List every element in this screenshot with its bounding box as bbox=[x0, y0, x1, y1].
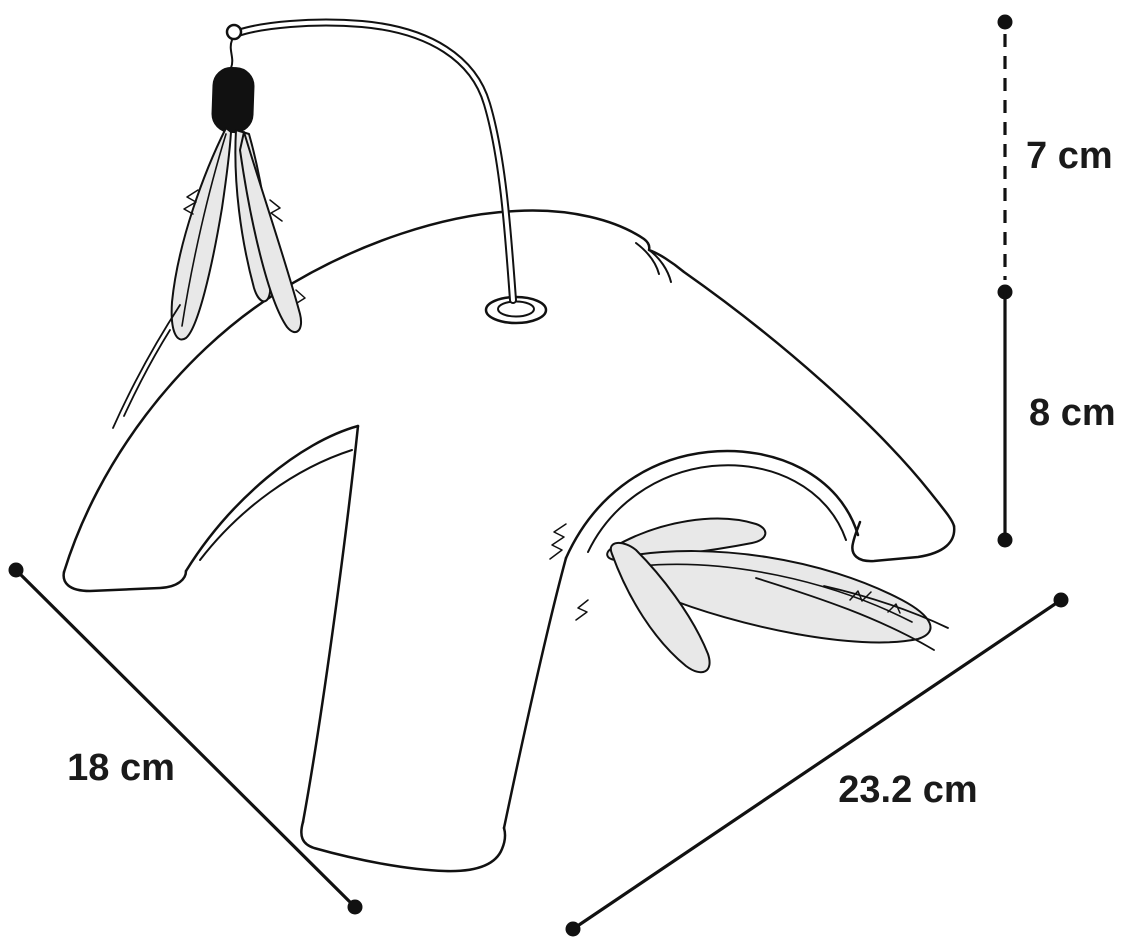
under-arch-feathers bbox=[549, 517, 949, 674]
hanging-feathers bbox=[112, 127, 306, 429]
wand-rod bbox=[225, 18, 517, 304]
dimension-label: 8 cm bbox=[1029, 392, 1116, 434]
dome-outline bbox=[62, 209, 956, 574]
front-leg-right-edge bbox=[502, 556, 568, 830]
front-arch-outer bbox=[564, 449, 860, 560]
dome-crease bbox=[199, 449, 353, 561]
feather-spine bbox=[639, 563, 913, 623]
feather bbox=[609, 542, 711, 674]
dimension-label: 18 cm bbox=[67, 747, 175, 789]
dimension-line bbox=[14, 568, 357, 909]
dimension-dot bbox=[347, 899, 363, 915]
front-foot bbox=[300, 820, 507, 873]
feather-spine bbox=[181, 133, 227, 327]
feather-barbs bbox=[549, 523, 901, 621]
feather bbox=[170, 127, 232, 341]
back-arch-notch bbox=[635, 242, 672, 283]
teaser-string bbox=[229, 39, 234, 69]
dimension-wand-height: 7 cm bbox=[997, 14, 1113, 300]
dimension-base-width: 23.2 cm bbox=[565, 592, 1069, 937]
wand-hole bbox=[484, 295, 548, 325]
front-arch-inner bbox=[587, 464, 847, 553]
dimension-dot bbox=[997, 14, 1013, 30]
dimension-label: 23.2 cm bbox=[838, 769, 977, 811]
dimension-dot bbox=[997, 532, 1013, 548]
teaser-grip bbox=[211, 66, 255, 134]
dimension-dot bbox=[565, 921, 581, 937]
feather-barbs bbox=[183, 189, 306, 304]
feather-wisp bbox=[112, 304, 181, 429]
dimension-label: 7 cm bbox=[1026, 135, 1113, 177]
dimension-line bbox=[572, 598, 1062, 931]
rod-tip bbox=[225, 23, 243, 41]
left-foot bbox=[62, 569, 188, 593]
feather bbox=[239, 131, 302, 333]
left-arch-edge bbox=[184, 424, 360, 573]
right-foot bbox=[851, 520, 956, 563]
feather-wisp bbox=[755, 577, 949, 651]
dimension-base-height: 8 cm bbox=[997, 292, 1116, 548]
product-illustration bbox=[62, 18, 956, 873]
dimension-base-depth: 18 cm bbox=[8, 562, 363, 915]
front-leg-left-edge bbox=[301, 424, 360, 824]
